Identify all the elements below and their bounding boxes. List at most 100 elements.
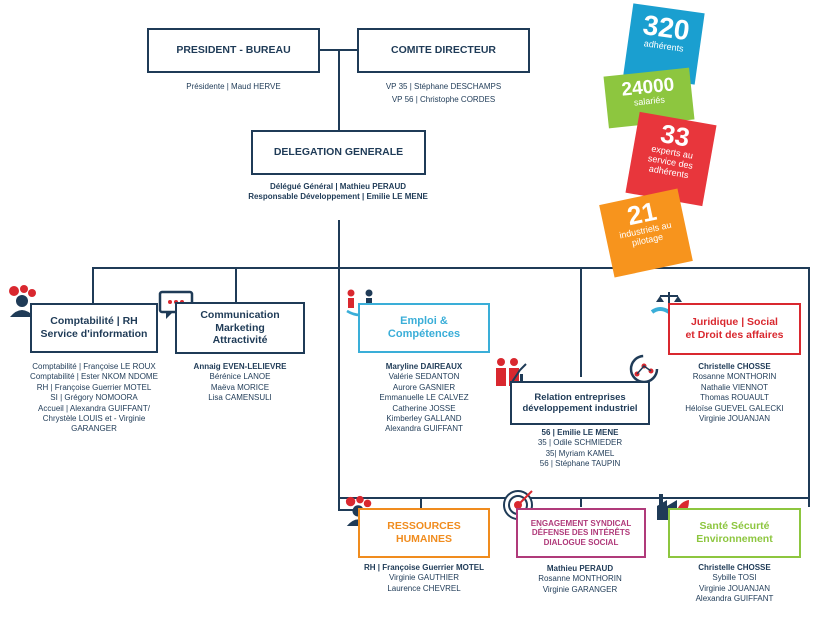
person: Virginie GAUTHIER [388, 573, 460, 583]
delegation-box: DELEGATION GENERALE [251, 130, 426, 175]
person: Catherine JOSSE [392, 403, 456, 413]
person: 35| Myriam KAMEL [545, 448, 615, 458]
person: Valérie SEDANTON [388, 372, 460, 382]
rh-box: RESSOURCES HUMAINES [358, 508, 490, 558]
person: Héloïse GUEVEL GALECKI [685, 403, 784, 413]
person: Maëva MORICE [210, 382, 270, 392]
person: Lisa CAMENSULI [208, 393, 272, 403]
comite-box: COMITE DIRECTEUR [357, 28, 530, 73]
engagement-box: ENGAGEMENT SYNDICAL DÉFENSE DES INTÉRÊTS… [516, 508, 646, 558]
connector [338, 49, 340, 131]
relation-people: 56 | Emilie LE MENE 35 | Odile SCHMIEDER… [510, 428, 650, 470]
connector [338, 267, 340, 510]
person: Aurore GASNIER [392, 382, 456, 392]
connector [580, 267, 582, 377]
person: Bérénice LANOE [209, 372, 271, 382]
person: Annaig EVEN-LELIEVRE [193, 362, 287, 371]
juridique-title-2: et Droit des affaires [685, 329, 784, 341]
person: Délégué Général | Mathieu PERAUD [269, 182, 407, 191]
person: RH | Françoise Guerrier MOTEL [36, 382, 152, 392]
comm-box: Communication Marketing Attractivité [175, 302, 305, 354]
delegation-title: DELEGATION GENERALE [273, 146, 404, 159]
person: Virginie JOUANJAN [699, 583, 770, 593]
person: Thomas ROUAULT [700, 393, 769, 403]
emploi-title-1: Emploi & [400, 314, 448, 327]
person: Kimberley GALLAND [386, 413, 462, 423]
engagement-title-1: ENGAGEMENT SYNDICAL [530, 518, 632, 528]
relation-title-2: développement industriel [522, 403, 638, 414]
person: GARANGER [71, 424, 117, 434]
relation-box: Relation entreprises développement indus… [510, 381, 650, 425]
connector [338, 220, 340, 268]
connector [338, 509, 358, 511]
person: Christelle CHOSSE [698, 362, 771, 371]
rh-title-2: HUMAINES [395, 533, 452, 545]
relation-title-1: Relation entreprises [534, 391, 626, 403]
president-people: Présidente | Maud HERVE [147, 82, 320, 92]
team-gear-icon [9, 285, 36, 317]
delegation-people: Délégué Général | Mathieu PERAUD Respons… [218, 182, 458, 203]
emploi-box: Emploi & Compétences [358, 303, 490, 353]
sante-title-1: Santé Sécurté [699, 520, 770, 533]
person: 35 | Odile SCHMIEDER [537, 438, 623, 448]
comite-people: VP 35 | Stéphane DESCHAMPS VP 56 | Chris… [357, 82, 530, 106]
compta-box: Comptabilité | RH Service d'information [30, 303, 158, 353]
compta-title-2: Service d'information [40, 328, 148, 340]
person: Alexandra GUIFFANT [695, 594, 774, 604]
connector [808, 267, 810, 507]
person: Sybille TOSI [712, 573, 757, 583]
person: Virginie JOUANJAN [699, 413, 770, 423]
sante-people: Christelle CHOSSE Sybille TOSI Virginie … [668, 563, 801, 605]
president-box: PRESIDENT - BUREAU [147, 28, 320, 73]
person: Mathieu PERAUD [546, 564, 614, 573]
person: Alexandra GUIFFANT [385, 424, 463, 434]
emploi-people: Maryline DAIREAUX Valérie SEDANTON Auror… [350, 362, 498, 435]
person: Accueil | Alexandra GUIFFANT/ [38, 403, 150, 413]
person: Chrystèle LOUIS et - Virginie [42, 413, 146, 423]
juridique-people: Christelle CHOSSE Rosanne MONTHORIN Nath… [668, 362, 801, 424]
connector [338, 497, 810, 499]
engagement-title-2: DÉFENSE DES INTÉRÊTS [531, 528, 631, 538]
connector [92, 267, 94, 307]
juridique-box: Juridique | Social et Droit des affaires [668, 303, 801, 355]
compta-people: Comptabilité | Françoise LE ROUX Comptab… [6, 362, 182, 435]
emploi-title-2: Compétences [387, 328, 461, 340]
comm-people: Annaig EVEN-LELIEVRE Bérénice LANOE Maëv… [175, 362, 305, 404]
person: 56 | Emilie LE MENE [541, 428, 619, 437]
engagement-people: Mathieu PERAUD Rosanne MONTHORIN Virgini… [510, 564, 650, 595]
connector [420, 497, 422, 509]
engagement-title-3: DIALOGUE SOCIAL [543, 537, 619, 547]
person: Rosanne MONTHORIN [538, 574, 622, 584]
comite-title: COMITE DIRECTEUR [391, 44, 496, 57]
person: Responsable Développement | Emilie LE ME… [248, 192, 428, 202]
connector [580, 497, 582, 507]
sante-title-2: Environnement [696, 533, 773, 545]
comm-title-2: Marketing [215, 321, 265, 334]
person: Laurence CHEVREL [387, 583, 461, 593]
sticker-industriels: 21 industriels au pilotage [599, 188, 693, 278]
person: Présidente | Maud HERVE [186, 82, 281, 91]
person: SI | Grégory NOMOORA [50, 393, 138, 403]
person: Maryline DAIREAUX [385, 362, 463, 371]
growth-chart-icon [496, 358, 527, 386]
person: Emmanuelle LE CALVEZ [379, 393, 469, 403]
sante-box: Santé Sécurté Environnement [668, 508, 801, 558]
person: Rosanne MONTHORIN [692, 372, 777, 382]
person: VP 56 | Christophe CORDES [391, 95, 496, 105]
comm-title-3: Attractivité [212, 334, 268, 347]
person: Comptabilité | Ester NKOM NDOME [30, 372, 158, 382]
connector [235, 267, 237, 302]
comm-title-1: Communication [200, 309, 280, 322]
connector [92, 267, 810, 269]
person: Christelle CHOSSE [698, 563, 771, 572]
person: Comptabilité | Françoise LE ROUX [32, 362, 156, 371]
person: RH | Françoise Guerrier MOTEL [363, 563, 485, 572]
person: 56 | Stéphane TAUPIN [539, 459, 621, 469]
president-title: PRESIDENT - BUREAU [176, 44, 291, 57]
compta-title-1: Comptabilité | RH [50, 315, 138, 328]
person: Nathalie VIENNOT [700, 382, 769, 392]
person: VP 35 | Stéphane DESCHAMPS [385, 82, 502, 91]
rh-title-1: RESSOURCES [387, 520, 461, 533]
person: Virginie GARANGER [542, 584, 618, 594]
rh-people: RH | Françoise Guerrier MOTEL Virginie G… [350, 563, 498, 594]
